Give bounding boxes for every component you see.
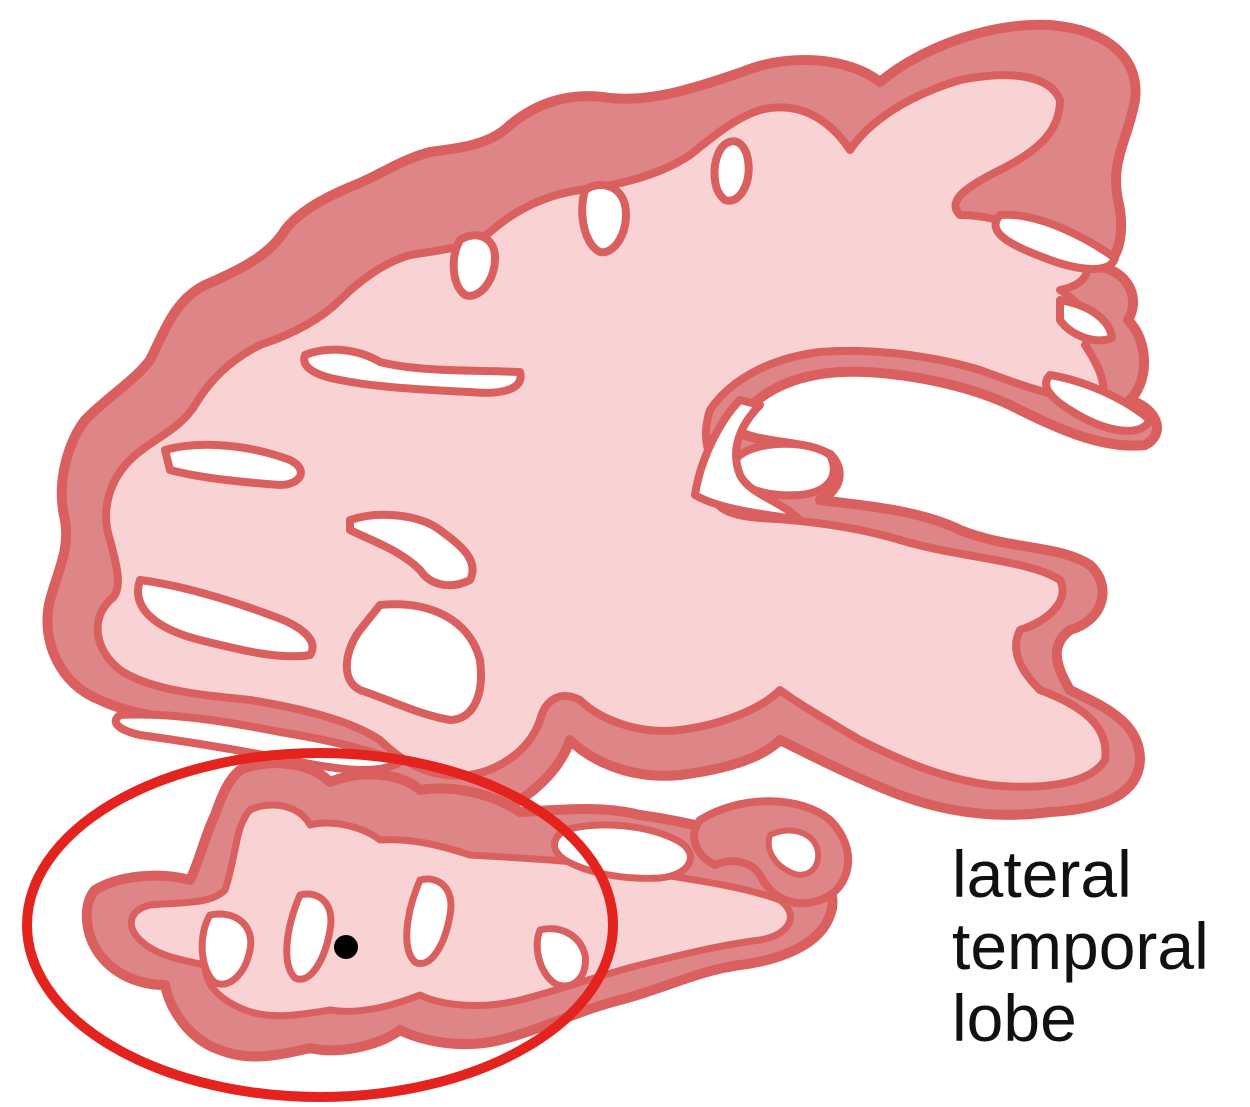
cerebral-hemisphere [47,25,1157,819]
temporal-lobe [87,763,848,1056]
label-line-1: lateral [952,838,1209,910]
collateral-sulcus [537,929,585,986]
label-line-3: lobe [952,982,1209,1054]
marker-dot [334,935,358,959]
sulcus-superior-notch [715,141,749,200]
sulcus-central-notch [582,185,626,252]
sulcus-inferior-temporal [202,914,251,984]
sulcus-frontal-notch [454,235,495,296]
lateral-temporal-lobe-label: lateral temporal lobe [952,838,1209,1054]
label-line-2: temporal [952,910,1209,982]
